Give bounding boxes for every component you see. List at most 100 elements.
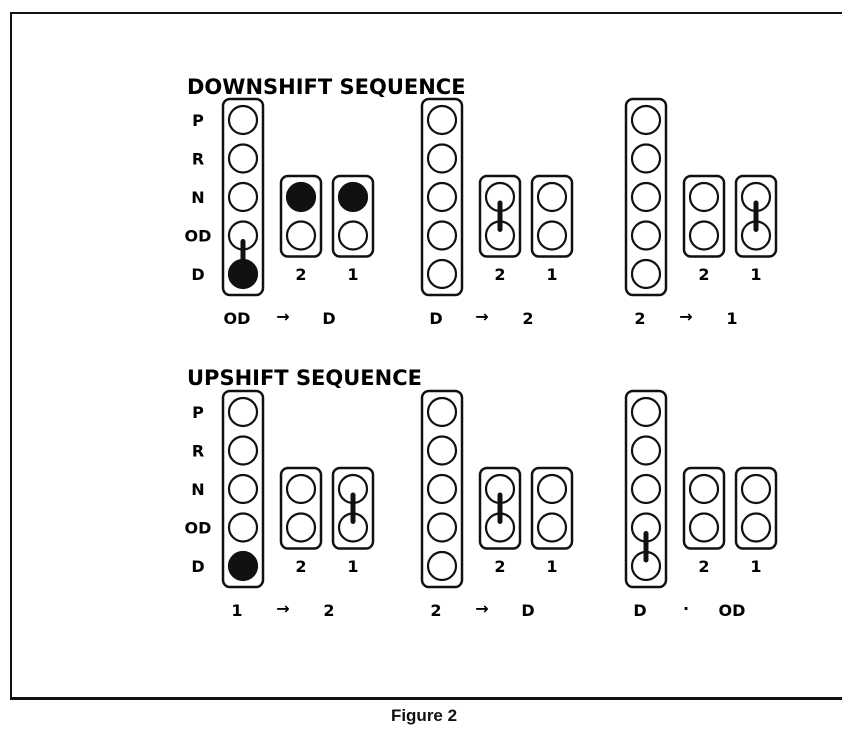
gear-label-2: 2 xyxy=(698,265,709,284)
selector-column xyxy=(420,389,464,589)
position-label-p: P xyxy=(192,403,204,422)
indicator-lamp xyxy=(536,512,568,543)
indicator-lamp xyxy=(688,473,720,505)
position-label-n: N xyxy=(191,188,204,207)
selector-column xyxy=(624,389,668,589)
gear-label-2: 2 xyxy=(295,557,306,576)
gear-box-1 xyxy=(734,466,778,550)
section-title: UPSHIFT SEQUENCE xyxy=(187,366,422,390)
transition-arrow: → xyxy=(276,307,289,326)
gear-box-2 xyxy=(682,466,726,550)
gear-box-2 xyxy=(279,174,323,258)
indicator-lamp xyxy=(630,104,662,136)
indicator-lamp xyxy=(740,512,772,543)
transition-to: 2 xyxy=(323,601,334,620)
gear-box-1 xyxy=(331,174,375,258)
position-label-d: D xyxy=(191,557,204,576)
gear-box-2 xyxy=(478,174,522,258)
indicator-lamp xyxy=(285,220,317,251)
indicator-lamp xyxy=(688,512,720,543)
transition-to: 1 xyxy=(726,309,737,328)
transition-from: OD xyxy=(224,309,251,328)
indicator-lamp xyxy=(227,435,259,466)
gear-label-1: 1 xyxy=(750,557,761,576)
indicator-lamp xyxy=(688,181,720,213)
indicator-lamp xyxy=(337,181,369,213)
shift-group: 2 1D · OD xyxy=(624,389,778,620)
indicator-lamp xyxy=(227,512,259,543)
transition-arrow: → xyxy=(679,307,692,326)
indicator-lamp xyxy=(337,220,369,251)
figure-frame xyxy=(10,12,842,700)
gear-label-2: 2 xyxy=(494,265,505,284)
gear-box-1 xyxy=(530,466,574,550)
gear-box-2 xyxy=(682,174,726,258)
position-label-od: OD xyxy=(185,519,212,538)
indicator-lamp xyxy=(536,220,568,251)
indicator-lamp xyxy=(426,181,458,213)
selector-column xyxy=(420,97,464,297)
indicator-lamp xyxy=(227,181,259,213)
gear-label-1: 1 xyxy=(347,557,358,576)
indicator-lamp xyxy=(227,550,259,582)
gear-box-1 xyxy=(734,174,778,258)
figure-caption: Figure 2 xyxy=(390,706,458,725)
indicator-lamp xyxy=(740,473,772,505)
transition-arrow: → xyxy=(475,599,488,618)
indicator-lamp xyxy=(285,181,317,213)
indicator-lamp xyxy=(426,258,458,290)
transition-from: 2 xyxy=(634,309,645,328)
transition-to: OD xyxy=(719,601,746,620)
indicator-lamp xyxy=(630,435,662,466)
transition-from: D xyxy=(429,309,442,328)
position-label-r: R xyxy=(192,442,204,461)
indicator-lamp xyxy=(227,143,259,174)
gear-box-2 xyxy=(478,466,522,550)
selector-column xyxy=(221,97,265,297)
indicator-lamp xyxy=(426,220,458,251)
shift-group: 2 1D → 2 xyxy=(420,97,574,328)
transition-arrow: → xyxy=(475,307,488,326)
selector-column xyxy=(221,389,265,589)
indicator-lamp xyxy=(426,143,458,174)
indicator-lamp xyxy=(227,473,259,505)
transition-to: D xyxy=(322,309,335,328)
indicator-lamp xyxy=(285,512,317,543)
indicator-lamp xyxy=(285,473,317,505)
selector-column xyxy=(624,97,668,297)
shift-group: 2 1 2 → 1 xyxy=(624,97,778,328)
transition-from: 1 xyxy=(231,601,242,620)
gear-label-2: 2 xyxy=(295,265,306,284)
transition-from: D xyxy=(633,601,646,620)
indicator-lamp xyxy=(426,104,458,136)
gear-label-1: 1 xyxy=(750,265,761,284)
indicator-lamp xyxy=(426,435,458,466)
transition-arrow: → xyxy=(276,599,289,618)
gear-label-2: 2 xyxy=(698,557,709,576)
gear-box-2 xyxy=(279,466,323,550)
transition-to: D xyxy=(521,601,534,620)
shift-group: 2 1 1 → 2 xyxy=(221,389,375,620)
gear-box-1 xyxy=(530,174,574,258)
indicator-lamp xyxy=(426,473,458,505)
position-label-d: D xyxy=(191,265,204,284)
indicator-lamp xyxy=(630,143,662,174)
indicator-lamp xyxy=(630,220,662,251)
position-label-n: N xyxy=(191,480,204,499)
indicator-lamp xyxy=(630,181,662,213)
indicator-lamp xyxy=(536,181,568,213)
gear-label-1: 1 xyxy=(546,265,557,284)
gear-label-2: 2 xyxy=(494,557,505,576)
gear-label-1: 1 xyxy=(546,557,557,576)
indicator-lamp xyxy=(630,396,662,428)
transition-to: 2 xyxy=(522,309,533,328)
section-title: DOWNSHIFT SEQUENCE xyxy=(187,75,466,99)
transition-arrow: · xyxy=(683,599,689,618)
indicator-lamp xyxy=(688,220,720,251)
gear-box-1 xyxy=(331,466,375,550)
position-label-r: R xyxy=(192,150,204,169)
